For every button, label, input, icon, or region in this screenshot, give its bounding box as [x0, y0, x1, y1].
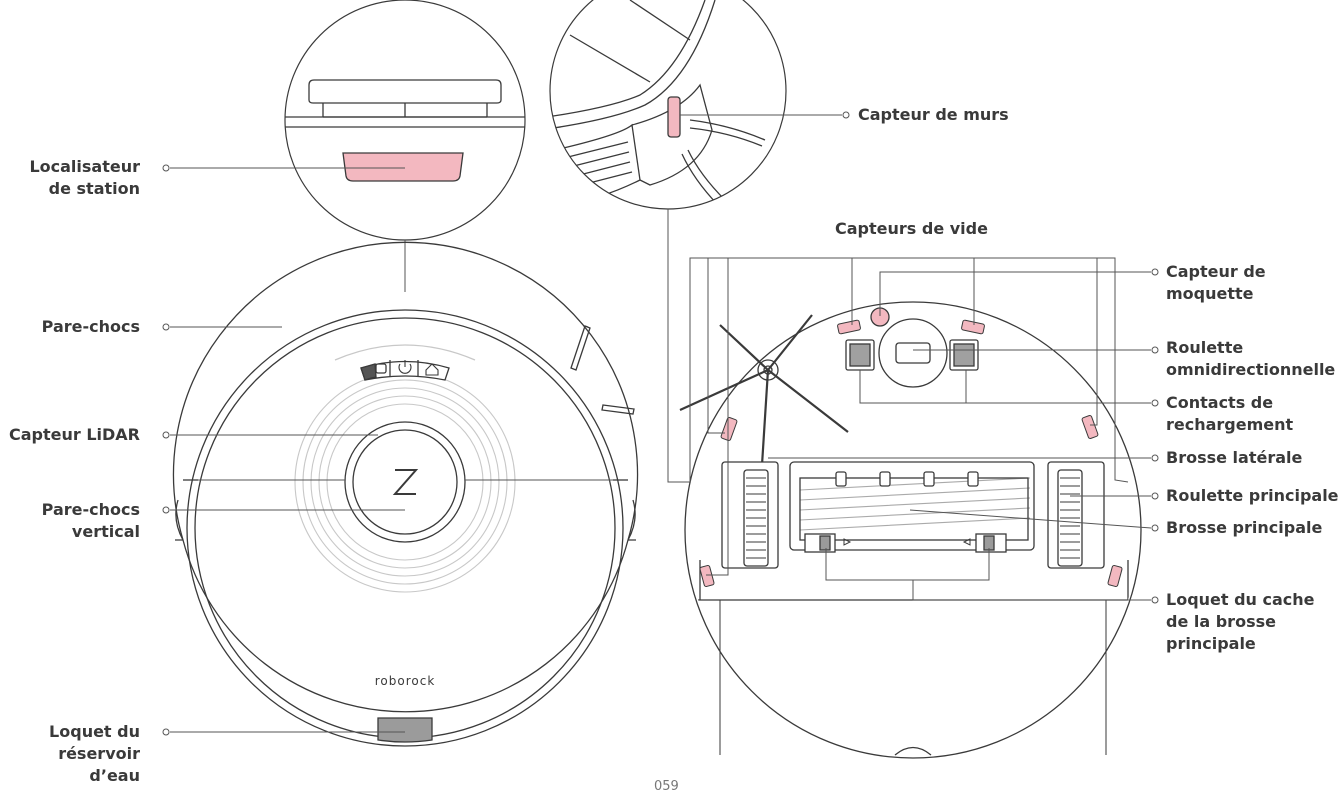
robot-top-view [172, 241, 639, 747]
label-side-brush: Brosse latérale [1166, 448, 1303, 467]
water-tank-latch [377, 717, 433, 743]
label-omni-wheel: Roulette omnidirectionnelle [1166, 338, 1336, 379]
zoom-circle-station-locator [284, 0, 526, 241]
label-water-tank-latch: Loquet du réservoir d’eau [49, 722, 140, 785]
leader-dots-right [1151, 268, 1159, 604]
wall-sensor-window [667, 96, 681, 138]
leader-lines-right [689, 257, 1152, 601]
station-locator-sensor [342, 152, 464, 182]
leader-zoom-b [667, 209, 690, 483]
cliff-sensor [837, 319, 861, 335]
label-main-brush: Brosse principale [1166, 518, 1323, 537]
cliff-sensor [720, 417, 738, 441]
label-carpet-sensor: Capteur de moquette [1166, 262, 1266, 303]
label-charging-contacts: Contacts de rechargement [1166, 393, 1294, 434]
label-brush-cover-latch: Loquet du cache de la brosse principale [1166, 590, 1315, 653]
leader-lines-left [162, 111, 850, 736]
label-station-locator: Localisateur de station [29, 157, 140, 198]
label-wall-sensor: Capteur de murs [858, 105, 1009, 124]
page-number: 059 [654, 779, 679, 794]
label-vertical-bumper: Pare-chocs vertical [41, 500, 140, 541]
label-cliff-sensors: Capteurs de vide [835, 219, 988, 238]
label-lidar-sensor: Capteur LiDAR [8, 425, 140, 444]
robot-bottom-view [679, 301, 1142, 759]
brand-logo: roborock [375, 674, 436, 688]
label-bumper: Pare-chocs [41, 317, 140, 336]
zoom-circle-wall-sensor [549, 0, 787, 210]
cliff-sensor [1107, 564, 1123, 588]
label-main-wheel: Roulette principale [1166, 486, 1339, 505]
